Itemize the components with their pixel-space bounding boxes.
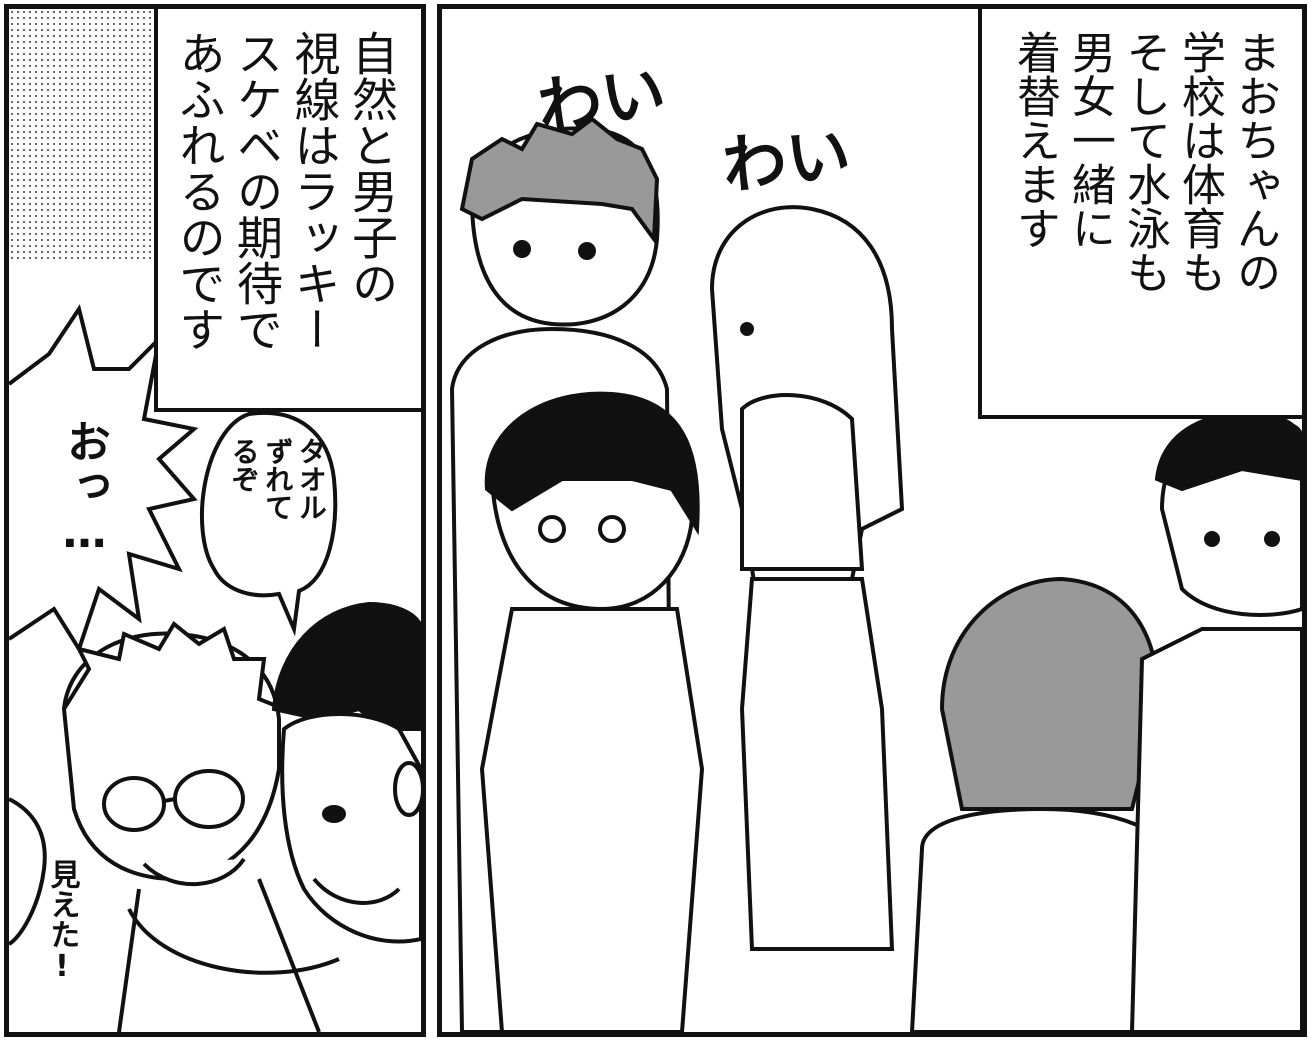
right-caption-text: まおちゃんの 学校は体育も そして水泳も 男女一緒に 着替えます [1009, 30, 1280, 294]
sfx-text-2: わい [719, 117, 855, 205]
boy-with-glasses [61, 621, 340, 1032]
screentone-background [9, 9, 159, 259]
right-panel-artwork [449, 116, 1302, 1032]
left-caption-text: 自然と男子の 視線はラッキー スケベの期待で あふれるのです [172, 30, 400, 352]
sfx-text-1: わい [533, 55, 671, 147]
shout-text: おっ… [59, 419, 110, 558]
right-caption-box: まおちゃんの 学校は体育も そして水泳も 男女一緒に 着替えます [978, 9, 1302, 419]
left-panel-artwork [9, 304, 421, 1032]
left-panel: 自然と男子の 視線はラッキー スケベの期待で あふれるのです おっ… タオル ず… [4, 4, 426, 1037]
dark-haired-boy [271, 601, 421, 944]
left-caption-box: 自然と男子の 視線はラッキー スケベの期待で あふれるのです [154, 9, 421, 412]
boy-front-center [479, 391, 705, 1032]
boy-right [1129, 411, 1302, 1032]
speech-bubble-outline [200, 410, 338, 637]
speech-bubble-text: タオル ずれて るぞ [227, 437, 328, 521]
shout-balloon [9, 304, 199, 654]
right-panel: わい わい まおちゃんの 学校は体育も そして水泳も 男女一緒に 着替えます [437, 4, 1307, 1037]
aside-text: 見えた! [44, 859, 80, 984]
long-haired-girl [709, 205, 905, 951]
short-haired-girl-back [909, 576, 1205, 1032]
